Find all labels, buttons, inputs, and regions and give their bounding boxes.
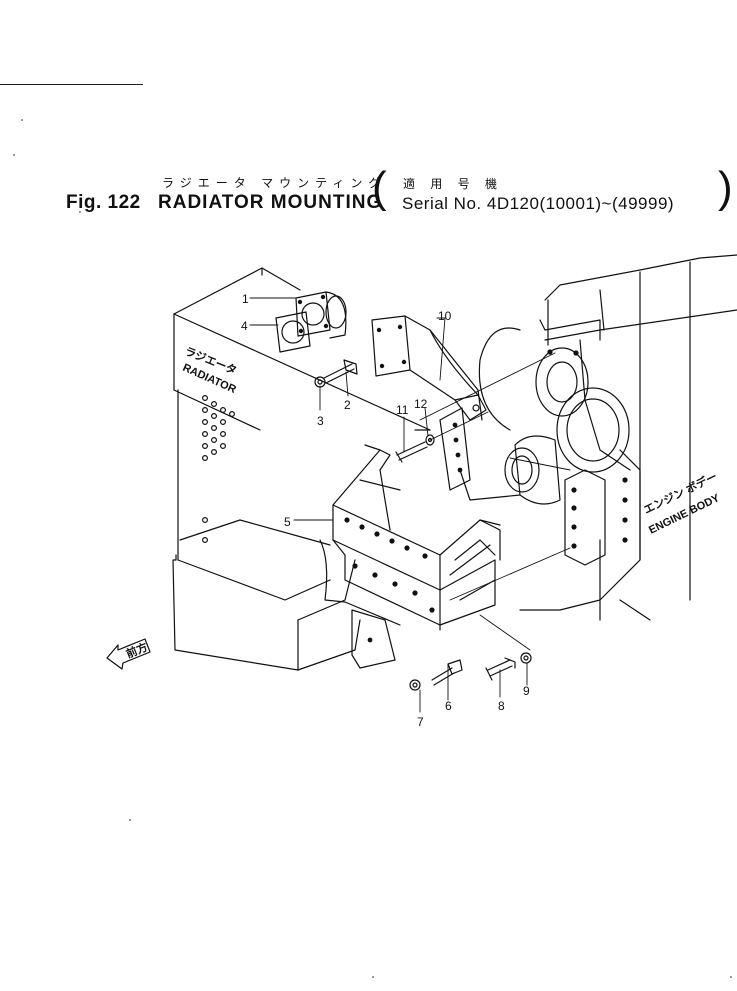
callout-6: 6 [445, 699, 452, 713]
serial-range: Serial No. 4D120(10001)~(49999) [402, 194, 675, 213]
engine-body-label: エンジン ボデー ENGINE BODY [641, 469, 722, 537]
figure-title: RADIATOR MOUNTING [158, 192, 383, 213]
callout-1: 1 [242, 292, 249, 306]
callout-12: 12 [414, 397, 428, 411]
callout-4: 4 [241, 319, 248, 333]
radiator-label: ラジエータ RADIATOR [181, 345, 239, 396]
callout-numbers: 1 2 3 4 5 6 7 8 9 10 11 12 [241, 292, 530, 729]
leader-lines [249, 297, 571, 713]
callout-8: 8 [498, 699, 505, 713]
bolt-11-washer-12 [395, 434, 435, 463]
figure-number: Fig. 122 [66, 192, 141, 213]
engine-side-plate [439, 407, 471, 491]
callout-7: 7 [417, 715, 424, 729]
engine-body [459, 254, 737, 621]
japanese-title: ラジエータ マウンティング [162, 176, 387, 190]
callout-9: 9 [523, 684, 530, 698]
mounting-bracket-part-5 [332, 444, 501, 631]
bolt-2-washer-3 [314, 359, 358, 388]
lower-fasteners-6-9 [409, 652, 532, 691]
print-specks [13, 119, 732, 978]
close-paren: ) [718, 163, 733, 212]
stay-bracket-part-10 [371, 315, 487, 421]
callout-11: 11 [396, 403, 409, 417]
callout-10: 10 [438, 309, 452, 323]
callout-3: 3 [317, 414, 324, 428]
radiator [172, 267, 431, 671]
flange-gasket-part [275, 291, 347, 353]
japanese-serial-label: 適 用 号 機 [403, 177, 504, 191]
open-paren: ( [372, 163, 387, 212]
front-arrow-icon: 前方 [106, 638, 151, 670]
callout-2: 2 [344, 398, 351, 412]
top-rule [0, 84, 143, 85]
callout-5: 5 [284, 515, 291, 529]
